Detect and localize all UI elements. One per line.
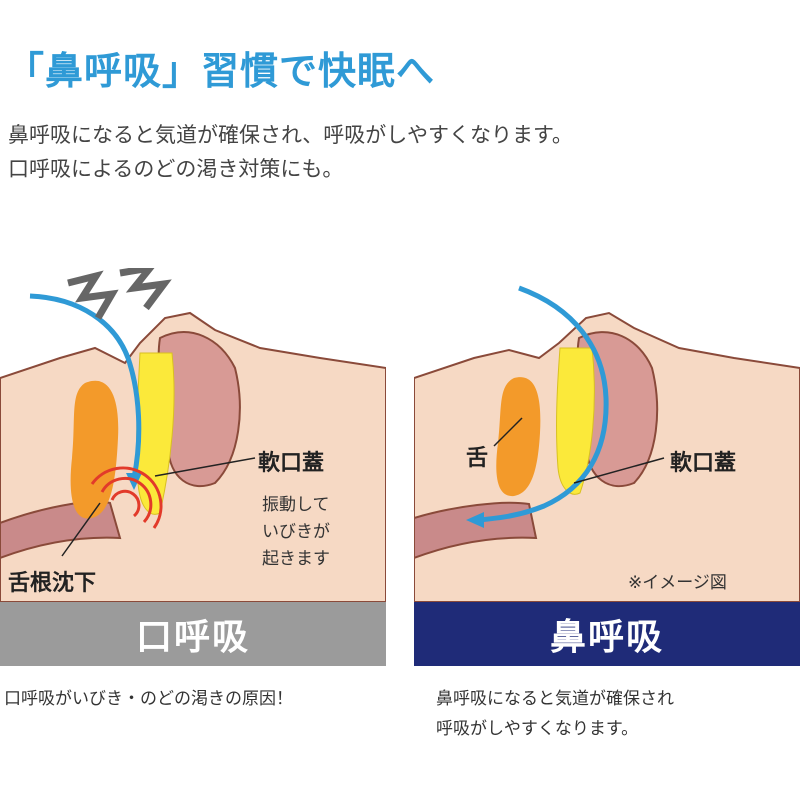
soft-palate-label: 軟口蓋 <box>258 445 324 477</box>
image-note: ※イメージ図 <box>628 568 727 593</box>
page-title: 「鼻呼吸」習慣で快眠へ <box>6 40 435 95</box>
intro-line-1: 鼻呼吸になると気道が確保され、呼吸がしやすくなります。 <box>8 118 573 152</box>
mouth-breathing-panel: 軟口蓋 振動して いびきが 起きます 舌根沈下 口呼吸 <box>0 268 386 666</box>
vibration-note-line-1: 振動して <box>262 490 330 515</box>
intro-text: 鼻呼吸になると気道が確保され、呼吸がしやすくなります。 口呼吸によるのどの渇き対… <box>8 118 573 186</box>
nasal-breathing-panel: 舌 軟口蓋 ※イメージ図 鼻呼吸 <box>414 268 800 666</box>
soft-palate-label: 軟口蓋 <box>670 445 736 477</box>
nasal-breathing-caption-line-2: 呼吸がしやすくなります。 <box>436 714 638 744</box>
nasal-breathing-caption-line-1: 鼻呼吸になると気道が確保され <box>436 684 674 714</box>
mouth-breathing-caption: 口呼吸がいびき・のどの渇きの原因！ <box>4 684 293 714</box>
snore-zigzag-icon-2 <box>120 268 164 308</box>
tongue-label: 舌 <box>466 440 488 472</box>
nasal-breathing-illustration <box>414 268 800 602</box>
mouth-breathing-band: 口呼吸 <box>0 602 386 666</box>
tongue-root-label: 舌根沈下 <box>8 565 96 597</box>
nasal-breathing-band: 鼻呼吸 <box>414 602 800 666</box>
intro-line-2: 口呼吸によるのどの渇き対策にも。 <box>8 152 573 186</box>
vibration-note-line-2: いびきが <box>262 517 330 542</box>
vibration-note-line-3: 起きます <box>262 544 330 569</box>
